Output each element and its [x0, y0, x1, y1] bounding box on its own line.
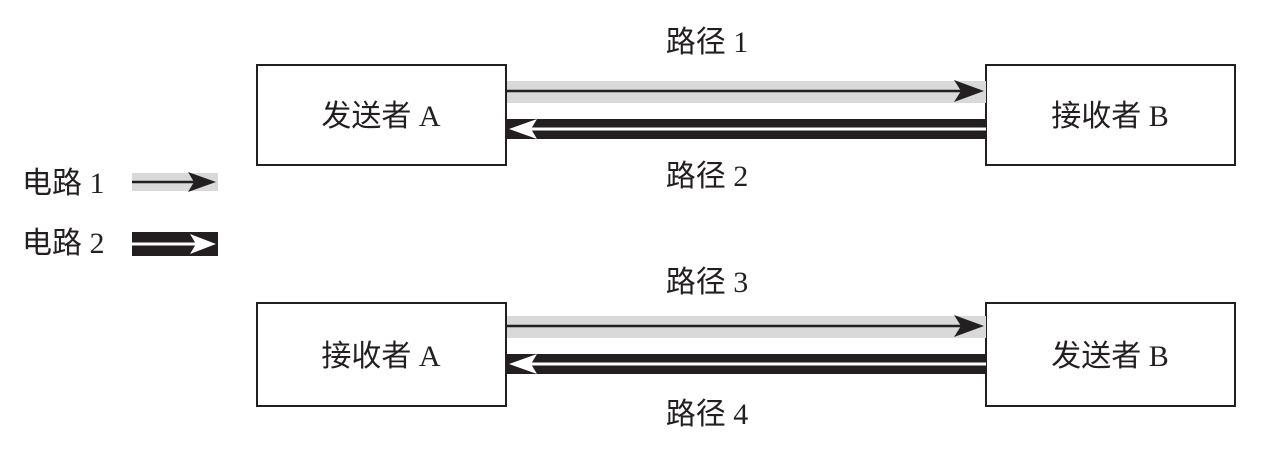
path4-label: 路径 4	[666, 398, 749, 431]
sender-a-label: 发送者 A	[321, 100, 440, 133]
path2-label: 路径 2	[666, 160, 749, 193]
receiver-b-label: 接收者 B	[1051, 100, 1169, 133]
bottom-diagram: 接收者 A 发送者 B 路径 3 路径 4	[256, 266, 1236, 431]
receiver-b-box	[985, 64, 1236, 166]
top-diagram: 发送者 A 接收者 B 路径 1 路径 2	[256, 26, 1236, 193]
path3-label: 路径 3	[666, 266, 749, 299]
legend-circuit1-label: 电路 1	[22, 167, 105, 200]
receiver-a-box	[256, 302, 507, 407]
legend-circuit2-swatch	[132, 232, 218, 256]
sender-a-box	[256, 64, 507, 166]
path1-label: 路径 1	[666, 26, 749, 59]
legend-circuit2-label: 电路 2	[22, 227, 105, 260]
path1-arrow	[507, 80, 986, 103]
sender-b-box	[985, 302, 1236, 407]
path3-arrow	[507, 315, 986, 338]
receiver-a-label: 接收者 A	[321, 340, 440, 373]
sender-b-label: 发送者 B	[1051, 340, 1169, 373]
legend-circuit1-swatch	[132, 172, 218, 192]
legend: 电路 1 电路 2	[22, 167, 218, 260]
path4-arrow	[507, 354, 986, 374]
path2-arrow	[507, 119, 986, 139]
